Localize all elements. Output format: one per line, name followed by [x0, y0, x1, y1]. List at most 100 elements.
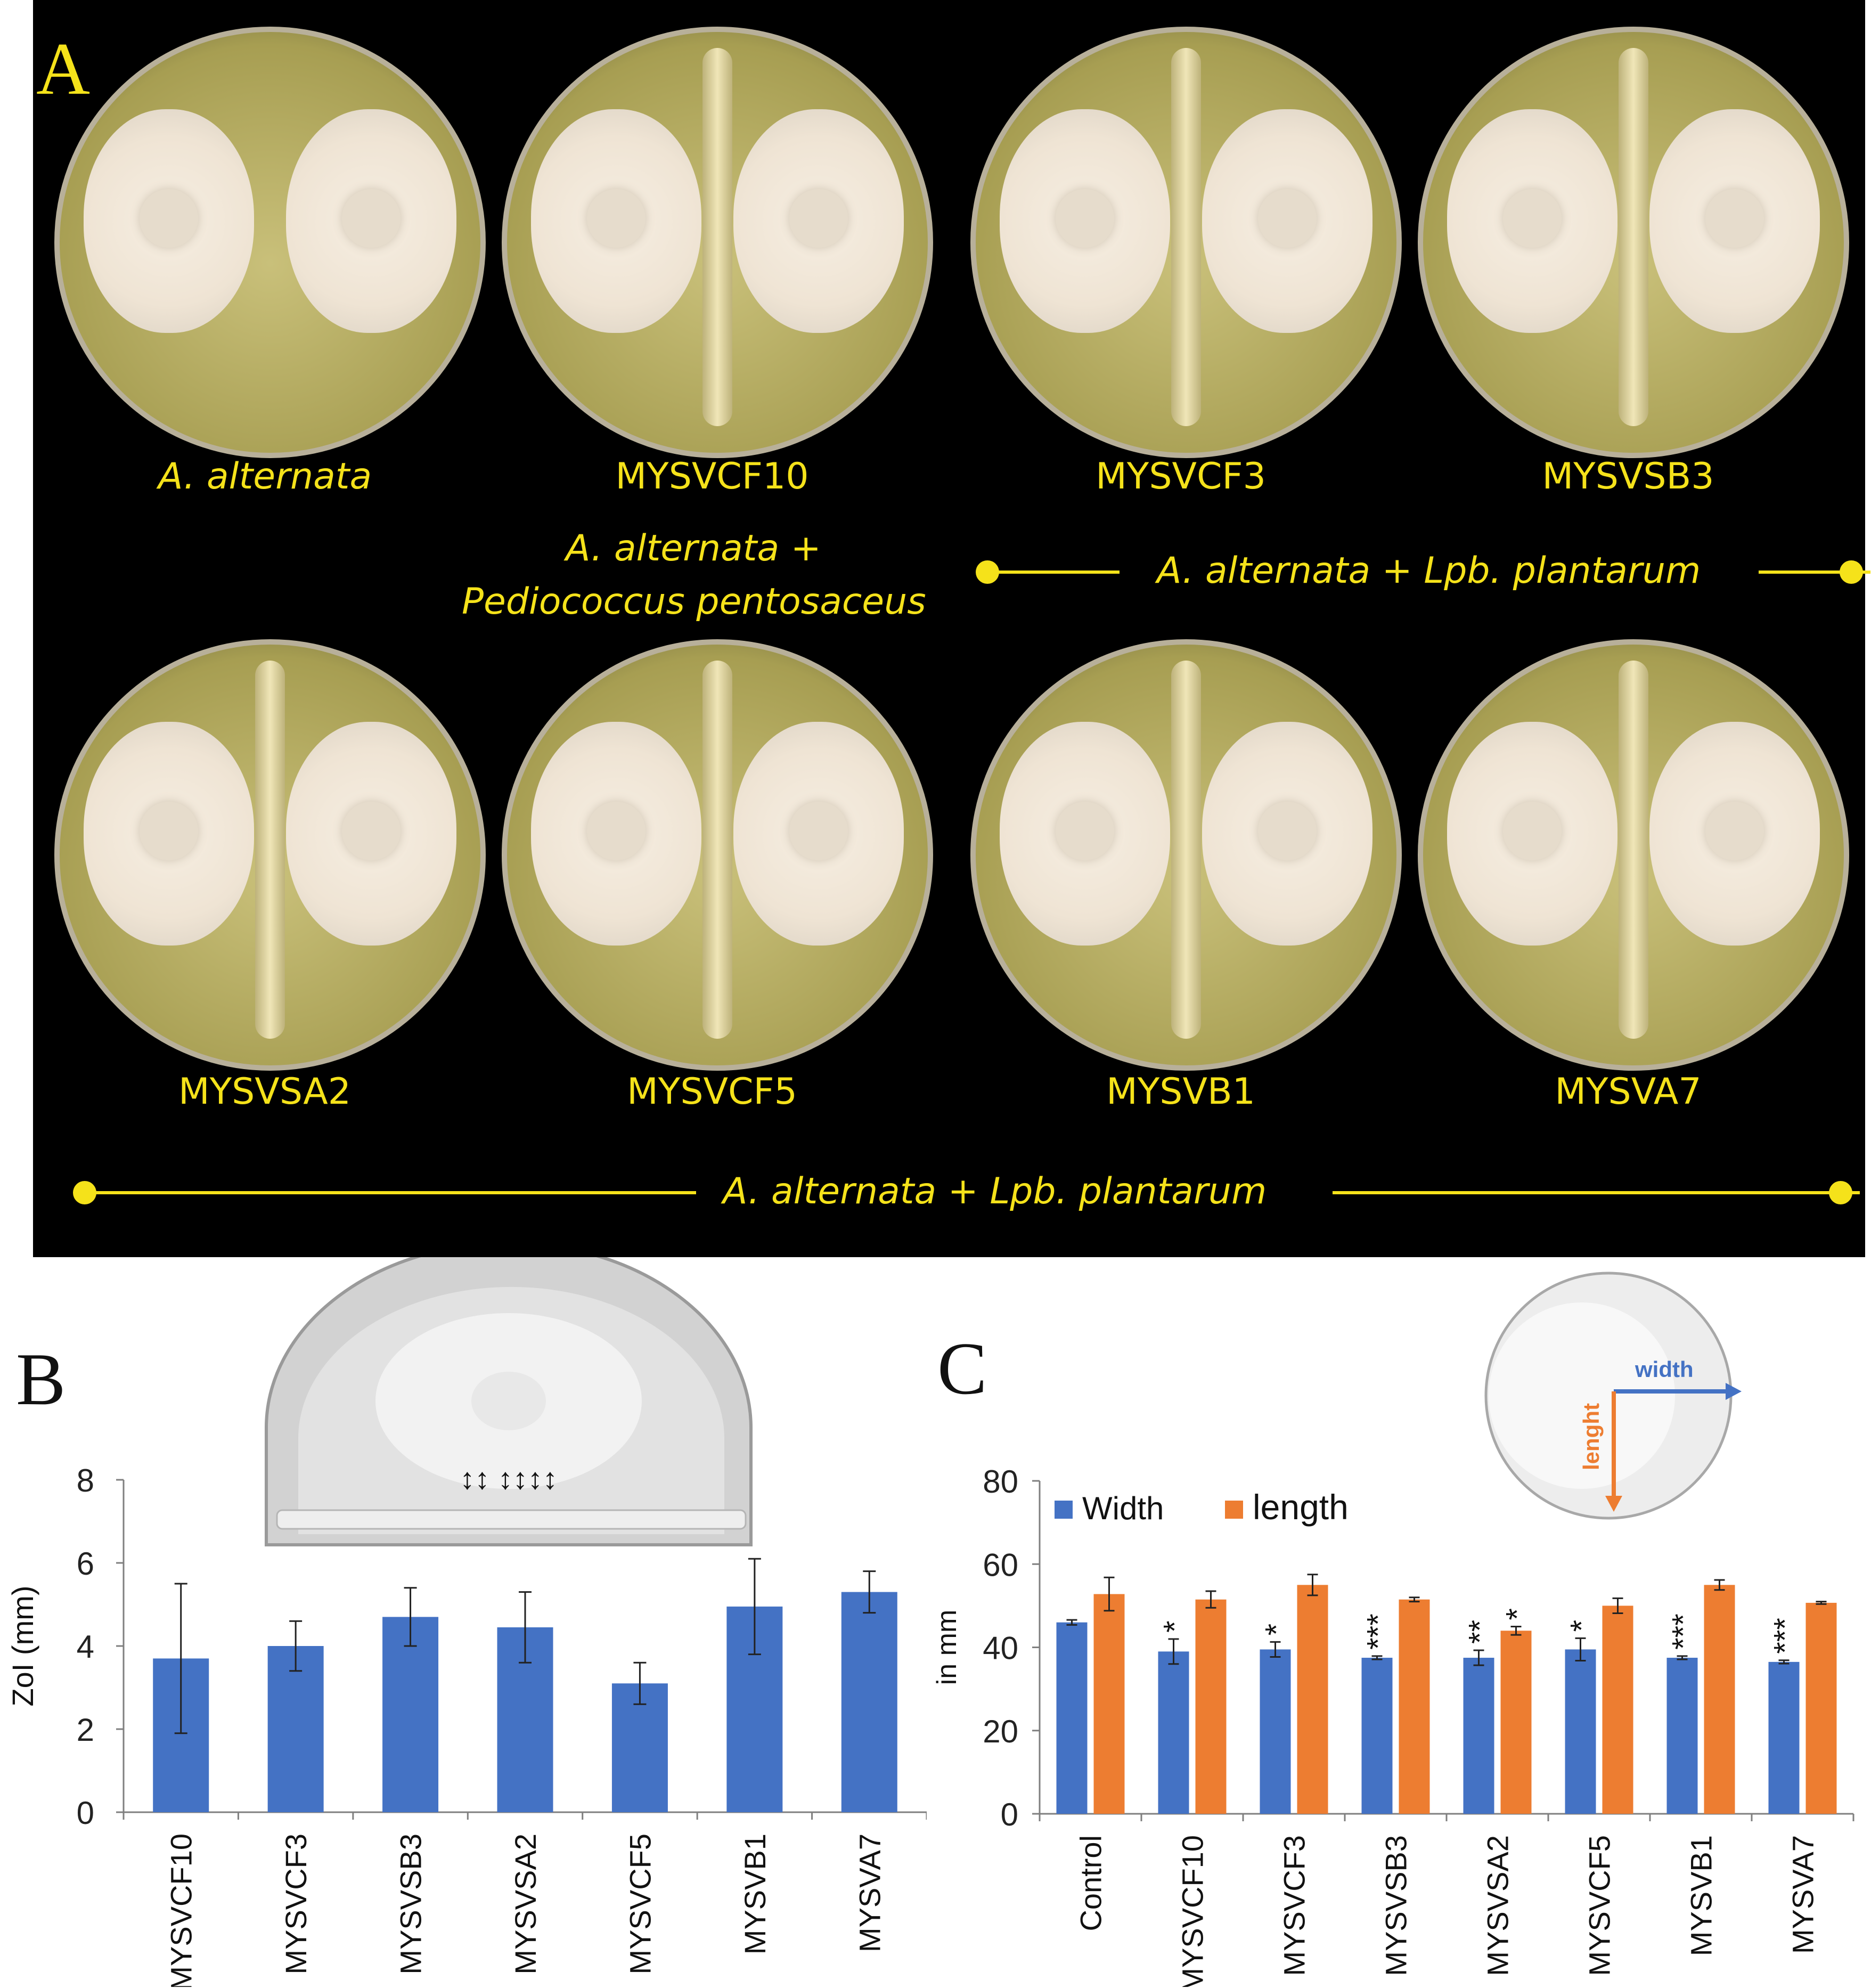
fungal-colony-left — [531, 722, 701, 946]
colony-center — [789, 189, 848, 248]
petri-dish-0-0 — [54, 27, 486, 458]
panel-b-inset-photo: ↕↕ ↕↕↕↕ — [265, 1257, 753, 1546]
bacterial-streak — [702, 661, 732, 1039]
group-label-row2: A. alternata + Lpb. plantarum — [723, 1170, 1267, 1212]
fungal-colony-left — [1447, 722, 1617, 946]
legend-swatch — [1225, 1501, 1243, 1519]
bar-length — [1399, 1599, 1430, 1814]
bacterial-streak — [1171, 48, 1201, 426]
y-tick-label: 40 — [983, 1631, 1018, 1666]
x-tick-label: MYSVCF3 — [279, 1834, 313, 1975]
bar-width — [1361, 1658, 1393, 1814]
colony-center — [1258, 802, 1317, 860]
bar-length — [1805, 1602, 1837, 1814]
colony-center — [587, 189, 646, 248]
pedio-label-line2: Pediococcus pentosaceus — [462, 581, 926, 623]
significance-stars: *** — [1666, 1614, 1701, 1650]
plate-label-0-0: A. alternata — [158, 455, 372, 498]
bar-length — [1602, 1606, 1633, 1814]
y-tick-label: 8 — [77, 1463, 94, 1498]
plate-label-0-1: MYSVCF10 — [615, 455, 809, 498]
fungal-colony-right — [733, 109, 904, 333]
x-tick-label: Control — [1074, 1835, 1108, 1932]
x-tick-label: MYSVSA2 — [509, 1834, 542, 1975]
colony-center — [587, 802, 646, 860]
significance-stars: * — [1260, 1624, 1294, 1636]
y-tick-label: 20 — [983, 1714, 1018, 1749]
y-tick-label: 60 — [983, 1547, 1018, 1583]
x-tick-label: MYSVCF10 — [1176, 1835, 1210, 1987]
fungal-colony-left — [84, 109, 254, 333]
y-tick-label: 0 — [77, 1795, 94, 1831]
petri-dish-1-0 — [54, 639, 486, 1071]
panel-a-letter: A — [36, 28, 91, 110]
panel-c-letter: C — [937, 1327, 987, 1410]
bar-length — [1093, 1594, 1125, 1814]
bacterial-streak — [255, 661, 285, 1039]
colony-center — [789, 802, 848, 860]
significance-stars: * — [1158, 1620, 1192, 1633]
bar-length — [1500, 1631, 1532, 1814]
colony-center — [1503, 189, 1562, 248]
colony-center — [1258, 189, 1317, 248]
bar-width — [1260, 1649, 1291, 1814]
group-line-row2-right-dot — [1829, 1181, 1852, 1204]
plate-label-1-1: MYSVCF5 — [627, 1071, 797, 1113]
group-line-row1-right — [1759, 571, 1870, 574]
fungal-colony-right — [1649, 109, 1820, 333]
bar-width — [1463, 1658, 1494, 1814]
inset-arrows: ↕↕ ↕↕↕↕ — [460, 1462, 558, 1495]
petri-dish-1-1 — [502, 639, 933, 1071]
colony-center — [1705, 802, 1764, 860]
x-tick-label: MYSVA7 — [853, 1834, 886, 1952]
colony-center — [140, 802, 198, 860]
colony-center — [1056, 189, 1114, 248]
legend-label: Width — [1082, 1490, 1164, 1526]
bar-length — [1297, 1585, 1328, 1814]
colony-center — [1056, 802, 1114, 860]
fungal-colony-left — [1000, 722, 1170, 946]
x-tick-label: MYSVCF5 — [623, 1834, 657, 1975]
bar-length — [1195, 1599, 1227, 1814]
panel-b-letter: B — [16, 1338, 66, 1421]
bar-width — [1666, 1658, 1698, 1814]
y-tick-label: 4 — [77, 1629, 94, 1665]
group-line-row1-right-dot — [1840, 560, 1863, 584]
bacterial-streak — [1619, 48, 1648, 426]
fungal-colony-left — [531, 109, 701, 333]
petri-dish-1-2 — [970, 639, 1402, 1071]
group-line-row1-left — [986, 571, 1120, 574]
plate-label-0-3: MYSVSB3 — [1542, 455, 1714, 498]
bar-zoi — [841, 1592, 897, 1812]
x-tick-label: MYSVA7 — [1786, 1835, 1820, 1954]
x-tick-label: MYSVSA2 — [1481, 1835, 1515, 1976]
petri-dish-0-3 — [1418, 27, 1849, 458]
bar-width — [1158, 1651, 1189, 1814]
group-label-row1: A. alternata + Lpb. plantarum — [1157, 550, 1701, 592]
x-tick-label: MYSVCF3 — [1278, 1835, 1311, 1976]
bar-zoi — [267, 1646, 324, 1812]
bar-zoi — [382, 1617, 439, 1812]
bar-width — [1768, 1661, 1800, 1814]
legend-label: length — [1253, 1487, 1349, 1527]
colony-center — [1503, 802, 1562, 860]
group-line-row2-right — [1333, 1191, 1860, 1194]
plate-label-1-0: MYSVSA2 — [178, 1071, 352, 1113]
x-tick-label: MYSVSB3 — [1379, 1835, 1413, 1976]
inset-length-label: lenght — [1579, 1403, 1604, 1470]
significance-stars: *** — [1361, 1614, 1396, 1650]
plate-label-1-2: MYSVB1 — [1106, 1071, 1255, 1113]
bacterial-streak — [1171, 661, 1201, 1039]
x-tick-label: MYSVB1 — [1685, 1835, 1718, 1956]
petri-dish-1-3 — [1418, 639, 1849, 1071]
x-tick-label: MYSVCF10 — [165, 1834, 198, 1987]
colony-center — [140, 189, 198, 248]
petri-dish-0-1 — [502, 27, 933, 458]
y-tick-label: 80 — [983, 1464, 1018, 1500]
inset-width-label: width — [1635, 1357, 1694, 1382]
colony-center — [342, 189, 401, 248]
petri-dish-0-2 — [970, 27, 1402, 458]
y-axis-title: ZoI (mm) — [6, 1585, 39, 1706]
y-tick-label: 6 — [77, 1546, 94, 1582]
